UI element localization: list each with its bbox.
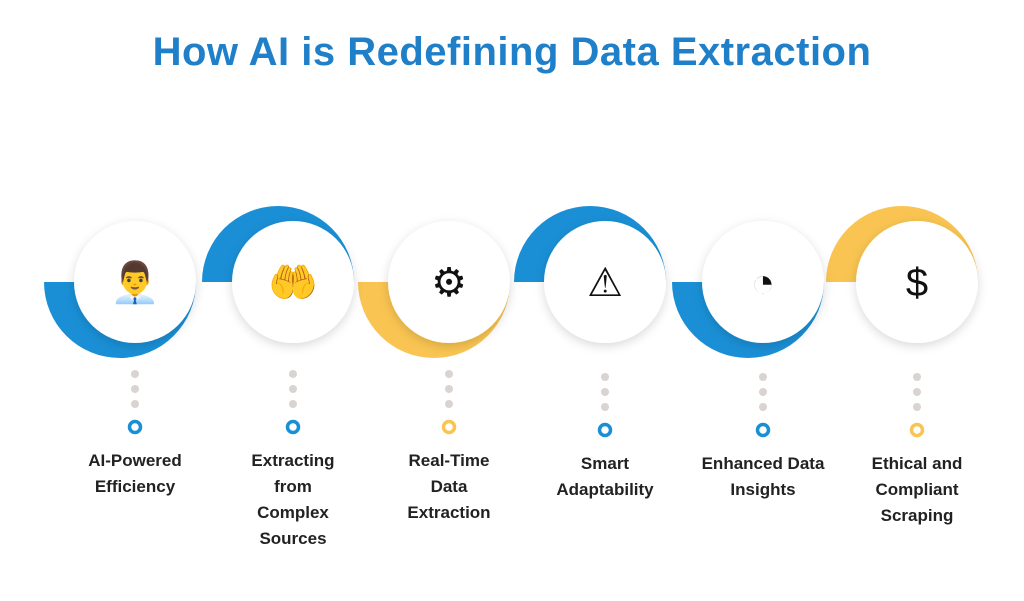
dollar-percent-chart-icon: $ (906, 261, 928, 305)
price-tag-hands-icon: 🤲 (268, 261, 318, 305)
step-marker (441, 419, 457, 435)
connector-dot (759, 373, 767, 381)
employee-growth-icon: 👨‍💼 (110, 259, 160, 305)
step-label-1: AI-Powered Efficiency (88, 451, 182, 496)
step-marker (909, 422, 925, 438)
step-label-6: Ethical and Compliant Scraping (871, 454, 963, 525)
step-marker (755, 422, 771, 438)
connector-dot (289, 385, 297, 393)
connector-dot (913, 388, 921, 396)
page-title: How AI is Redefining Data Extraction (152, 30, 872, 74)
step-label-4: Smart Adaptability (556, 454, 654, 499)
step-circle-4 (544, 221, 666, 343)
pie-segments-users-icon: ◔ (751, 261, 775, 305)
step-marker (127, 419, 143, 435)
gear-analytics-icon: ⚙ (431, 261, 467, 305)
connector-dot (601, 388, 609, 396)
connector-dot (759, 388, 767, 396)
step-marker (285, 419, 301, 435)
adaptive-gear-warning-icon: ⚠ (587, 261, 623, 305)
step-marker (597, 422, 613, 438)
connector-dot (913, 373, 921, 381)
step-label-2: Extracting from Complex Sources (251, 451, 335, 548)
connector-dot (445, 400, 453, 408)
connector-dot (759, 403, 767, 411)
step-circle-2 (232, 221, 354, 343)
step-circle-3 (388, 221, 510, 343)
connector-dot (131, 400, 139, 408)
connector-dot (289, 400, 297, 408)
step-circle-5 (702, 221, 824, 343)
connector-dot (445, 385, 453, 393)
step-label-3: Real-Time Data Extraction (407, 451, 491, 522)
connector-dot (913, 403, 921, 411)
connector-dot (601, 403, 609, 411)
connector-dot (289, 370, 297, 378)
connector-dot (131, 385, 139, 393)
connector-dot (131, 370, 139, 378)
step-circle-1 (74, 221, 196, 343)
connector-dot (445, 370, 453, 378)
step-label-5: Enhanced Data Insights (701, 454, 825, 499)
connector-dot (601, 373, 609, 381)
step-circle-6 (856, 221, 978, 343)
